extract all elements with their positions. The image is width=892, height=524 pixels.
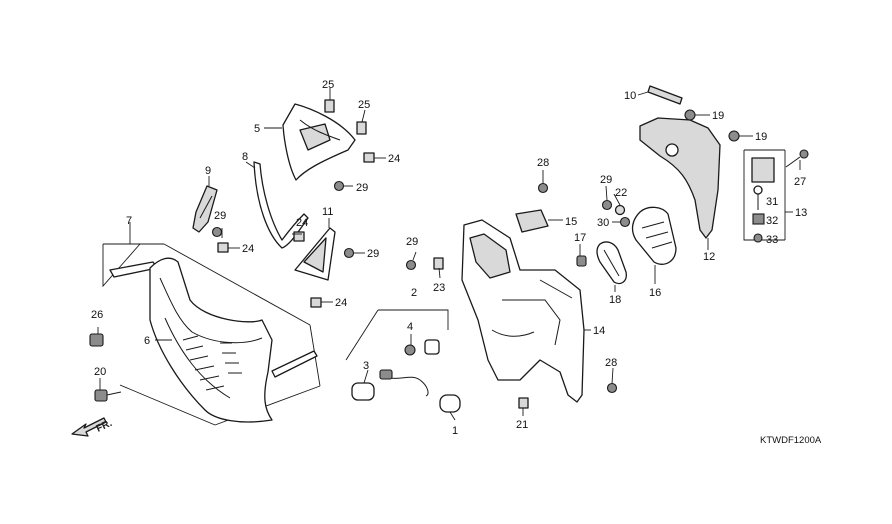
callout-18: 18	[609, 294, 621, 306]
callout-4: 4	[407, 321, 413, 333]
bolt-29-b	[211, 226, 223, 238]
callout-3: 3	[363, 360, 369, 372]
washer-22	[614, 204, 626, 216]
callout-33: 33	[766, 234, 778, 246]
bolt-28-a	[537, 182, 549, 194]
bolt-29-d	[405, 259, 417, 271]
clip-25-b	[356, 121, 367, 135]
part-16-boot	[631, 206, 677, 265]
front-direction-label: FR.	[95, 418, 114, 435]
nut-30	[619, 216, 631, 228]
callout-29-a: 29	[356, 182, 368, 194]
callout-8: 8	[242, 151, 248, 163]
callout-19-b: 19	[755, 131, 767, 143]
part-1-bulb	[439, 394, 461, 413]
callout-27: 27	[794, 176, 806, 188]
part-7-strip	[109, 261, 318, 378]
part-4-wiring	[379, 339, 440, 397]
part-32-nut	[752, 213, 765, 225]
part-27-bolt	[785, 149, 809, 168]
callout-16: 16	[649, 287, 661, 299]
part-9-bracket	[192, 185, 218, 233]
part-14-inner-cover	[461, 219, 585, 403]
bolt-20	[94, 389, 122, 402]
front-cover-grille	[182, 335, 242, 391]
callout-2: 2	[411, 287, 417, 299]
callout-32: 32	[766, 215, 778, 227]
callout-22: 22	[615, 187, 627, 199]
bolt-29-e	[601, 199, 613, 211]
callout-21: 21	[516, 419, 528, 431]
clip-17	[576, 255, 587, 267]
callout-10: 10	[624, 90, 636, 102]
callout-26: 26	[91, 309, 103, 321]
part-13-bracket	[743, 149, 786, 241]
callout-29-e: 29	[600, 174, 612, 186]
part-12-side-bracket	[639, 117, 721, 239]
callout-11: 11	[322, 206, 333, 218]
callout-29-c: 29	[367, 248, 379, 260]
callout-7: 7	[126, 215, 132, 227]
clip-23	[433, 257, 444, 270]
callout-19-a: 19	[712, 110, 724, 122]
part-11-bracket	[294, 227, 336, 281]
bolt-29-a	[333, 180, 345, 192]
callout-12: 12	[703, 251, 715, 263]
clip-24-d	[310, 297, 322, 308]
clip-24-b	[217, 242, 229, 253]
callout-1: 1	[452, 425, 458, 437]
callout-labels: 1 2 3 4 5 6 7 8 9 10 11 12 13 14 15 16 1…	[91, 79, 807, 437]
callout-25-a: 25	[322, 79, 334, 91]
clip-24-c	[293, 231, 305, 242]
callout-28-b: 28	[605, 357, 617, 369]
callout-20: 20	[94, 366, 106, 378]
callout-29-d: 29	[406, 236, 418, 248]
callout-9: 9	[205, 165, 211, 177]
bolt-29-c	[343, 247, 355, 259]
callout-30: 30	[597, 217, 609, 229]
part-2-bracket	[345, 309, 449, 361]
part-15-lid	[515, 209, 549, 233]
bolt-28-b	[606, 382, 618, 394]
part-33-washer	[753, 233, 763, 243]
part-6-front-cover	[149, 257, 273, 423]
part-5-upper-cover	[282, 103, 356, 181]
bolt-26	[89, 333, 104, 347]
clip-25-a	[324, 99, 335, 113]
part-18-gasket	[596, 241, 627, 285]
part-31-stud	[751, 157, 775, 210]
callout-24-c: 24	[296, 217, 308, 229]
callout-14: 14	[593, 325, 605, 337]
callout-15: 15	[565, 216, 577, 228]
part-7-bracket-box	[102, 243, 321, 426]
part-8-trim	[253, 161, 309, 249]
callout-29-b: 29	[214, 210, 226, 222]
callout-25-b: 25	[358, 99, 370, 111]
callout-23: 23	[433, 282, 445, 294]
callout-31: 31	[766, 196, 778, 208]
callout-17: 17	[574, 232, 586, 244]
callout-24-b: 24	[242, 243, 254, 255]
clip-24-a	[363, 152, 375, 163]
bolt-19-b	[728, 130, 740, 142]
front-direction-arrow: FR.	[71, 417, 114, 437]
callout-24-a: 24	[388, 153, 400, 165]
callout-5: 5	[254, 123, 260, 135]
part-10-strip	[647, 85, 683, 105]
callout-24-d: 24	[335, 297, 347, 309]
callout-28-a: 28	[537, 157, 549, 169]
callout-6: 6	[144, 335, 150, 347]
part-3-socket	[351, 382, 375, 401]
callout-13: 13	[795, 207, 807, 219]
bolt-19-a	[684, 109, 696, 121]
nut-21	[518, 397, 529, 409]
leader-lines	[97, 88, 801, 421]
diagram-code: KTWDF1200A	[760, 435, 822, 446]
